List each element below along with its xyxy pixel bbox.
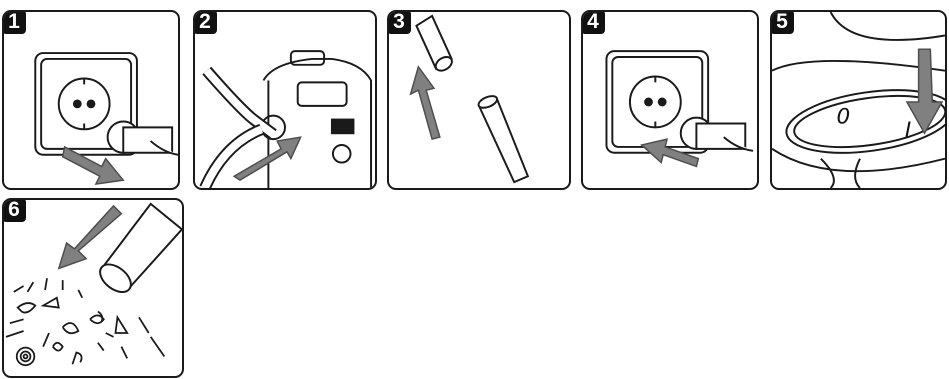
socket-outlet [630,77,681,128]
step-panel-4: 4 [581,10,759,190]
on-label: I [905,118,911,143]
plug [108,122,178,155]
off-label: 0 [837,104,851,129]
step-number-badge: 4 [581,10,605,34]
vacuum-debris-illustration [4,200,182,376]
attach-nozzle-illustration [389,12,569,188]
crevice-nozzle [479,98,528,182]
step-panel-1: 1 [2,10,180,190]
pull-arrow [63,147,124,184]
step-number-badge: 5 [770,10,794,34]
step-panel-3: 3 [387,10,571,190]
unplug-illustration [4,12,178,188]
power-switch-illustration: 0 I [772,12,945,188]
plug [681,118,753,151]
step-number-badge: 3 [387,10,411,34]
step-panel-6: 6 [2,198,184,378]
step-panel-2: 2 [193,10,377,190]
outlet-port [333,145,351,163]
attach-hose-illustration [195,12,375,188]
plug-in-illustration [583,12,757,188]
step-panel-5: 5 0 I [770,10,947,190]
vacuum-body [263,59,371,120]
step-number-badge: 2 [193,10,217,34]
socket-outlet [59,78,110,129]
connect-arrow [411,67,440,139]
debris [6,278,164,365]
step-number-badge: 1 [2,10,26,34]
housing-edge [831,12,945,40]
step-number-badge: 6 [2,198,26,222]
